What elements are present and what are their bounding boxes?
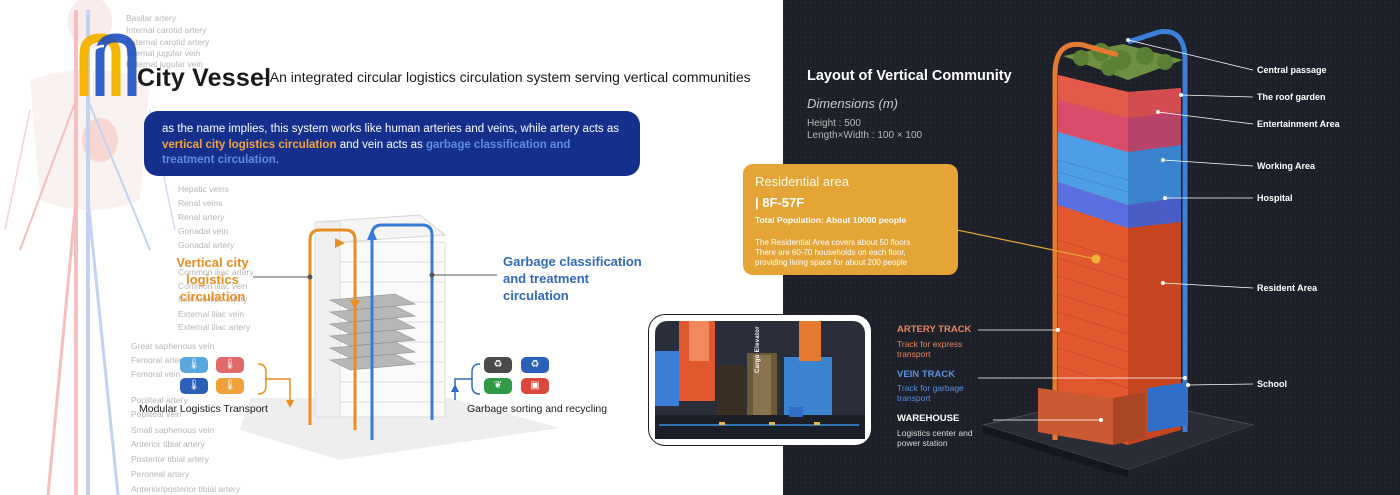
vein-track-line: Track for garbage <box>897 383 964 393</box>
anatomy-label: Renal veins <box>178 198 223 208</box>
resident-area-label: Resident Area <box>1257 283 1318 293</box>
modular-logistics-caption: Modular Logistics Transport <box>139 403 268 415</box>
recycle-icon: ♻ <box>521 357 549 373</box>
residential-floors: | 8F-57F <box>755 195 805 210</box>
intro-vein-highlight: garbage classification and treatment cir… <box>162 138 571 167</box>
artery-track-line: transport <box>897 349 931 359</box>
residential-description-line: The Residential Area covers about 50 flo… <box>755 238 911 247</box>
anatomy-label: Popliteal vein <box>131 409 182 419</box>
residential-population: Total Population: About 10000 people <box>755 215 907 225</box>
brand-title: City Vessel <box>137 64 272 92</box>
warehouse-line: power station <box>897 438 948 448</box>
recycle-icon: ♻ <box>484 357 512 373</box>
artery-label-line: logistics <box>186 272 239 287</box>
dimension-length-width: Length×Width : 100 × 100 <box>807 130 923 141</box>
anatomy-label: External carotid artery <box>126 37 210 47</box>
warehouse-description: Logistics center and power station <box>897 428 1017 448</box>
hospital-label: Hospital <box>1257 193 1293 203</box>
anatomy-label: Great saphenous vein <box>131 341 215 351</box>
anatomy-label: Common iliac vein <box>178 281 248 291</box>
residential-area-callout: Residential area | 8F-57F Total Populati… <box>743 164 958 275</box>
central-passage-label: Central passage <box>1257 65 1327 75</box>
garbage-sorting-caption: Garbage sorting and recycling <box>467 403 608 415</box>
artery-track-line: Track for express <box>897 339 963 349</box>
dimension-height: Height : 500 <box>807 118 861 129</box>
anatomy-label: Gonadal vein <box>178 226 229 236</box>
layout-title: Layout of Vertical Community <box>807 68 1012 84</box>
anatomy-labels: Basilar artery Internal carotid artery E… <box>126 13 254 494</box>
anatomy-label: External iliac vein <box>178 309 245 319</box>
vein-circulation-label: Garbage classification and treatment cir… <box>503 253 643 304</box>
thermometer-icon: 🌡 <box>216 378 244 394</box>
cargo-elevator-label: Cargo Elevator <box>755 326 761 373</box>
working-area-label: Working Area <box>1257 161 1316 171</box>
circulatory-body-illustration <box>4 0 176 495</box>
residential-description-line: There are 60-70 households on each floor… <box>755 248 906 257</box>
residential-description-line: providing living space for about 200 peo… <box>755 258 908 267</box>
vein-label-line: circulation <box>503 288 569 303</box>
page-subtitle: - An integrated circular logistics circu… <box>262 69 751 85</box>
anatomy-label: Internal carotid artery <box>126 25 207 35</box>
city-vessel-logo <box>79 33 137 96</box>
anatomy-label: Small saphenous vein <box>131 425 215 435</box>
anatomy-label: Posterior tibial artery <box>131 454 209 464</box>
vein-track-title: VEIN TRACK <box>897 369 956 380</box>
artery-circulation-label: Vertical city logistics circulation <box>160 254 265 305</box>
artery-label-line: circulation <box>179 289 246 304</box>
left-panel: Basilar artery Internal carotid artery E… <box>4 0 751 495</box>
anatomy-label: Popliteal artery <box>131 395 188 405</box>
artery-label-line: Vertical city <box>176 255 249 270</box>
anatomy-label: Femoral vein <box>131 369 181 379</box>
vein-track-line: transport <box>897 393 931 403</box>
roof-garden-label: The roof garden <box>1257 92 1326 102</box>
anatomy-label: External jugular vein <box>126 59 204 69</box>
warehouse-line: Logistics center and <box>897 428 973 438</box>
anatomy-label: Internal iliac artery <box>178 294 248 304</box>
tower-illustration <box>937 29 1255 478</box>
intro-text: as the name implies, this system works l… <box>162 123 619 135</box>
residential-description: The Residential Area covers about 50 flo… <box>755 238 946 268</box>
anatomy-label: Basilar artery <box>126 13 177 23</box>
intro-text: and vein acts as <box>339 138 423 151</box>
intro-artery-highlight: vertical city logistics circulation <box>162 138 337 151</box>
circulation-diagram <box>240 214 560 460</box>
vein-label-line: and treatment <box>503 271 589 286</box>
anatomy-label: Common iliac artery <box>178 267 254 277</box>
dimensions-title: Dimensions (m) <box>807 96 899 111</box>
base-detail-render <box>655 321 865 439</box>
anatomy-label: Internal jugular vein <box>126 48 201 58</box>
anatomy-label: Anterior tibial artery <box>131 439 205 449</box>
thermometer-icon: 🌡 <box>180 357 208 373</box>
anatomy-label: Hepatic veins <box>178 184 230 194</box>
vein-label-line: Garbage classification <box>503 254 642 269</box>
thermometer-icon: 🌡 <box>180 378 208 394</box>
anatomy-label: External iliac artery <box>178 322 251 332</box>
school-label: School <box>1257 379 1288 389</box>
right-panel: Layout of Vertical Community Dimensions … <box>783 0 1400 495</box>
anatomy-label: Anterior/posterior tibial artery <box>131 484 241 494</box>
warehouse-title: WAREHOUSE <box>897 413 960 424</box>
anatomy-label: Gonadal artery <box>178 240 235 250</box>
residential-title: Residential area <box>755 174 849 189</box>
compost-icon: ❦ <box>484 378 512 394</box>
base-detail-inset: Cargo Elevator <box>649 315 871 445</box>
artery-track-description: Track for express transport <box>897 339 1017 359</box>
anatomy-label: Femoral artery <box>131 355 187 365</box>
entertainment-area-label: Entertainment Area <box>1257 119 1340 129</box>
anatomy-label: Renal artery <box>178 212 225 222</box>
anatomy-label: Peroneal artery <box>131 469 190 479</box>
vein-track-description: Track for garbage transport <box>897 383 1017 403</box>
bin-icon: ▣ <box>521 378 549 394</box>
intro-description-box: as the name implies, this system works l… <box>144 111 640 176</box>
artery-track-title: ARTERY TRACK <box>897 324 972 335</box>
thermometer-icon: 🌡 <box>216 357 244 373</box>
